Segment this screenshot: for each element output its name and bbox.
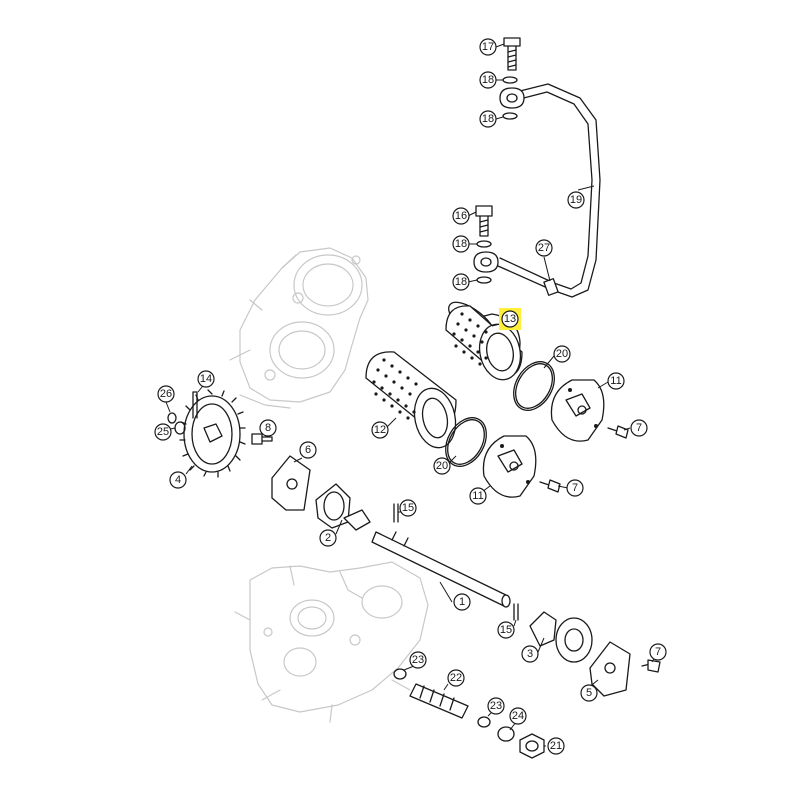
washer-25	[174, 421, 186, 435]
callout-2-number: 2	[325, 532, 331, 544]
callout-21-number: 21	[550, 740, 562, 752]
callout-18-d[interactable]: 18	[452, 273, 470, 291]
bolt-8	[251, 433, 273, 445]
callout-12-number: 12	[374, 424, 386, 436]
leader-lines	[165, 43, 657, 747]
callout-15-b[interactable]: 15	[497, 621, 515, 639]
callout-20-a-number: 20	[556, 348, 568, 360]
callout-11-b[interactable]: 11	[469, 487, 487, 505]
callout-20-b[interactable]: 20	[433, 457, 451, 475]
oil-filter-12	[365, 351, 457, 449]
callout-7-c-number: 7	[655, 646, 661, 658]
callout-14[interactable]: 14	[197, 370, 215, 388]
callout-26-number: 26	[160, 388, 172, 400]
callout-22-number: 22	[450, 672, 462, 684]
callout-6[interactable]: 6	[299, 441, 317, 459]
callout-7-c[interactable]: 7	[649, 643, 667, 661]
callout-25[interactable]: 25	[154, 423, 172, 441]
engine-housing-upper-ghost	[229, 247, 369, 409]
callout-7-a[interactable]: 7	[630, 419, 648, 437]
callout-13-highlighted[interactable]: 13	[499, 308, 521, 330]
callout-15-a-number: 15	[402, 502, 414, 514]
filter-cover-11-upper	[550, 379, 605, 442]
circlip-26	[167, 412, 177, 424]
pin-14	[192, 391, 198, 419]
callout-14-number: 14	[200, 373, 212, 385]
callout-12[interactable]: 12	[371, 421, 389, 439]
callout-5[interactable]: 5	[580, 684, 598, 702]
callout-20-b-number: 20	[436, 460, 448, 472]
callout-18-d-number: 18	[455, 276, 467, 288]
seal-24	[497, 726, 515, 742]
callout-5-number: 5	[586, 687, 592, 699]
callout-7-b[interactable]: 7	[566, 479, 584, 497]
callout-4-number: 4	[175, 474, 181, 486]
callout-18-a-number: 18	[482, 74, 494, 86]
callout-19[interactable]: 19	[567, 191, 585, 209]
o-ring-23-upper	[393, 668, 407, 680]
pin-15-lower	[513, 603, 519, 621]
pump-shaft-1	[371, 531, 511, 608]
screw-7-upper	[607, 425, 629, 439]
callout-21[interactable]: 21	[547, 737, 565, 755]
callout-11-a[interactable]: 11	[607, 372, 625, 390]
callout-25-number: 25	[157, 426, 169, 438]
callout-19-number: 19	[570, 194, 582, 206]
o-ring-23-lower	[477, 716, 491, 728]
pump-plate-6	[271, 455, 311, 511]
callout-15-a[interactable]: 15	[399, 499, 417, 517]
pump-rotor-2	[315, 483, 371, 531]
callout-26[interactable]: 26	[157, 385, 175, 403]
filter-cover-11-lower	[482, 435, 537, 498]
callout-2[interactable]: 2	[319, 529, 337, 547]
callout-27-number: 27	[538, 242, 550, 254]
engine-housing-lower-ghost	[234, 561, 429, 723]
callout-23-b[interactable]: 23	[487, 697, 505, 715]
pump-cover-5	[589, 641, 631, 697]
pin-15-upper	[393, 503, 399, 523]
callout-16[interactable]: 16	[452, 207, 470, 225]
callout-8-number: 8	[265, 422, 271, 434]
screw-7-middle	[539, 479, 561, 493]
callout-23-b-number: 23	[490, 700, 502, 712]
pump-rotor-3	[529, 611, 593, 663]
callout-7-a-number: 7	[636, 422, 642, 434]
callout-3[interactable]: 3	[521, 645, 539, 663]
callout-16-number: 16	[455, 210, 467, 222]
callout-18-c[interactable]: 18	[452, 235, 470, 253]
screw-7-lower	[641, 659, 661, 673]
callout-18-c-number: 18	[455, 238, 467, 250]
oil-filter-13	[445, 301, 523, 381]
callout-23-a[interactable]: 23	[409, 651, 427, 669]
callout-22[interactable]: 22	[447, 669, 465, 687]
callout-11-a-number: 11	[610, 375, 621, 387]
callout-17[interactable]: 17	[479, 38, 497, 56]
relief-valve-22	[409, 683, 469, 719]
callout-24-number: 24	[512, 710, 524, 722]
callout-4[interactable]: 4	[169, 471, 187, 489]
callout-24[interactable]: 24	[509, 707, 527, 725]
callout-18-a[interactable]: 18	[479, 71, 497, 89]
callout-17-number: 17	[482, 41, 494, 53]
callout-11-b-number: 11	[472, 490, 483, 502]
callout-18-b-number: 18	[482, 113, 494, 125]
callout-20-a[interactable]: 20	[553, 345, 571, 363]
callout-6-number: 6	[305, 444, 311, 456]
callout-7-b-number: 7	[572, 482, 578, 494]
callout-18-b[interactable]: 18	[479, 110, 497, 128]
callout-1[interactable]: 1	[453, 593, 471, 611]
callout-27[interactable]: 27	[535, 239, 553, 257]
callout-3-number: 3	[527, 648, 533, 660]
callout-1-number: 1	[459, 596, 465, 608]
callout-13-number: 13	[504, 313, 516, 325]
callout-23-a-number: 23	[412, 654, 424, 666]
oil-pump-gear-4	[179, 389, 246, 478]
o-ring-20-lower	[445, 417, 487, 467]
oil-line-assembly	[473, 37, 601, 298]
callout-15-b-number: 15	[500, 624, 512, 636]
o-ring-20-upper	[513, 361, 555, 411]
callout-8[interactable]: 8	[259, 419, 277, 437]
plug-screw-21	[519, 733, 545, 759]
